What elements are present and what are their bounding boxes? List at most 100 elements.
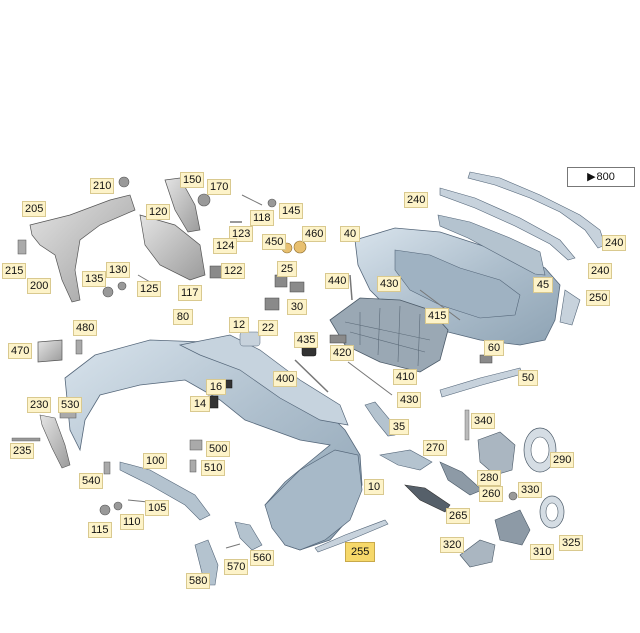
carrier-bracket-left <box>29 194 136 303</box>
clip-480 <box>75 339 83 355</box>
part-label[interactable]: 35 <box>389 419 409 435</box>
part-label[interactable]: 122 <box>221 263 246 279</box>
part-label[interactable]: 580 <box>186 573 211 589</box>
part-label[interactable]: 200 <box>27 278 52 294</box>
part-label[interactable]: 14 <box>190 396 210 412</box>
part-310 <box>494 509 531 546</box>
part-label[interactable]: 325 <box>559 535 584 551</box>
part-label[interactable]: 30 <box>287 299 307 315</box>
nut-210 <box>118 176 130 188</box>
part-label[interactable]: 22 <box>258 320 278 336</box>
part-label[interactable]: 430 <box>377 276 402 292</box>
part-label[interactable]: 470 <box>8 343 33 359</box>
part-label[interactable]: 570 <box>224 559 249 575</box>
bracket-470 <box>37 339 63 363</box>
part-label[interactable]: 215 <box>2 263 27 279</box>
part-label[interactable]: 310 <box>530 544 555 560</box>
part-label[interactable]: 110 <box>120 514 144 530</box>
part-265 <box>404 484 451 513</box>
washer-130 <box>117 281 127 291</box>
strip-35 <box>364 401 396 437</box>
diffuser-insert <box>394 249 521 319</box>
part-label[interactable]: 60 <box>484 340 504 356</box>
nut-330 <box>508 491 518 501</box>
part-label[interactable]: 270 <box>423 440 448 456</box>
clip-60 <box>479 354 493 364</box>
part-label[interactable]: 260 <box>479 486 504 502</box>
part-label[interactable]: 510 <box>201 460 226 476</box>
part-label[interactable]: 415 <box>425 308 450 324</box>
part-label[interactable]: 120 <box>146 204 171 220</box>
trim-strip-lower <box>437 214 546 276</box>
part-label[interactable]: 400 <box>273 371 298 387</box>
part-label[interactable]: 430 <box>397 392 422 408</box>
part-label[interactable]: 280 <box>477 470 502 486</box>
bracket-230 <box>39 414 71 469</box>
part-label[interactable]: 124 <box>213 238 238 254</box>
part-label[interactable]: 130 <box>106 262 131 278</box>
part-12 <box>239 331 261 347</box>
part-label[interactable]: 210 <box>90 178 115 194</box>
part-label[interactable]: 170 <box>207 179 232 195</box>
part-label[interactable]: 115 <box>88 522 112 538</box>
part-label[interactable]: 205 <box>22 201 47 217</box>
part-label[interactable]: 320 <box>440 537 465 553</box>
part-label[interactable]: 50 <box>518 370 538 386</box>
part-label[interactable]: 45 <box>533 277 553 293</box>
part-label[interactable]: 340 <box>471 413 496 429</box>
strip-580 <box>194 539 219 586</box>
part-label[interactable]: 12 <box>229 317 249 333</box>
part-label[interactable]: 500 <box>206 441 231 457</box>
part-label[interactable]: 435 <box>294 332 319 348</box>
strip-100 <box>119 461 211 521</box>
clip-510 <box>189 459 197 473</box>
part-label[interactable]: 230 <box>27 397 52 413</box>
washer-135 <box>102 286 114 298</box>
part-label[interactable]: 450 <box>262 234 287 250</box>
strip-560 <box>234 521 263 551</box>
housing-280 <box>477 431 516 476</box>
part-label[interactable]: 265 <box>446 508 471 524</box>
part-label[interactable]: 240 <box>588 263 613 279</box>
part-label[interactable]: 118 <box>250 210 274 226</box>
part-320 <box>459 539 496 568</box>
washer-115 <box>99 504 111 516</box>
part-label[interactable]: 150 <box>180 172 205 188</box>
reference-box: ▶800 <box>567 167 635 187</box>
part-label[interactable]: 10 <box>364 479 384 495</box>
part-label[interactable]: 420 <box>330 345 355 361</box>
part-label[interactable]: 440 <box>325 273 350 289</box>
part-label[interactable]: 235 <box>10 443 35 459</box>
part-label[interactable]: 145 <box>279 203 304 219</box>
part-label[interactable]: 16 <box>206 379 226 395</box>
part-label[interactable]: 410 <box>393 369 418 385</box>
part-label[interactable]: 135 <box>82 271 107 287</box>
part-label[interactable]: 100 <box>143 453 168 469</box>
part-label[interactable]: 560 <box>250 550 275 566</box>
trim-strip-middle <box>439 187 576 261</box>
side-trim-right <box>559 289 581 326</box>
part-label[interactable]: 530 <box>58 397 83 413</box>
part-label[interactable]: 40 <box>340 226 360 242</box>
part-label[interactable]: 460 <box>302 226 327 242</box>
part-label[interactable]: 80 <box>173 309 193 325</box>
part-label[interactable]: 25 <box>277 261 297 277</box>
part-label[interactable]: 240 <box>602 235 627 251</box>
part-label[interactable]: 290 <box>550 452 575 468</box>
part-22 <box>264 297 280 311</box>
part-340 <box>464 409 470 441</box>
part-label[interactable]: 250 <box>586 290 611 306</box>
nut-145 <box>267 198 277 208</box>
part-label[interactable]: 117 <box>178 285 202 301</box>
part-label[interactable]: 240 <box>404 192 429 208</box>
part-label-highlighted[interactable]: 255 <box>345 542 376 562</box>
part-label[interactable]: 125 <box>137 281 162 297</box>
washer-110 <box>113 501 123 511</box>
bumper-corner-part <box>264 449 363 551</box>
part-label[interactable]: 540 <box>79 473 104 489</box>
part-label[interactable]: 330 <box>518 482 543 498</box>
part-label[interactable]: 480 <box>73 320 98 336</box>
arrow-icon: ▶ <box>587 171 596 183</box>
part-label[interactable]: 105 <box>145 500 170 516</box>
